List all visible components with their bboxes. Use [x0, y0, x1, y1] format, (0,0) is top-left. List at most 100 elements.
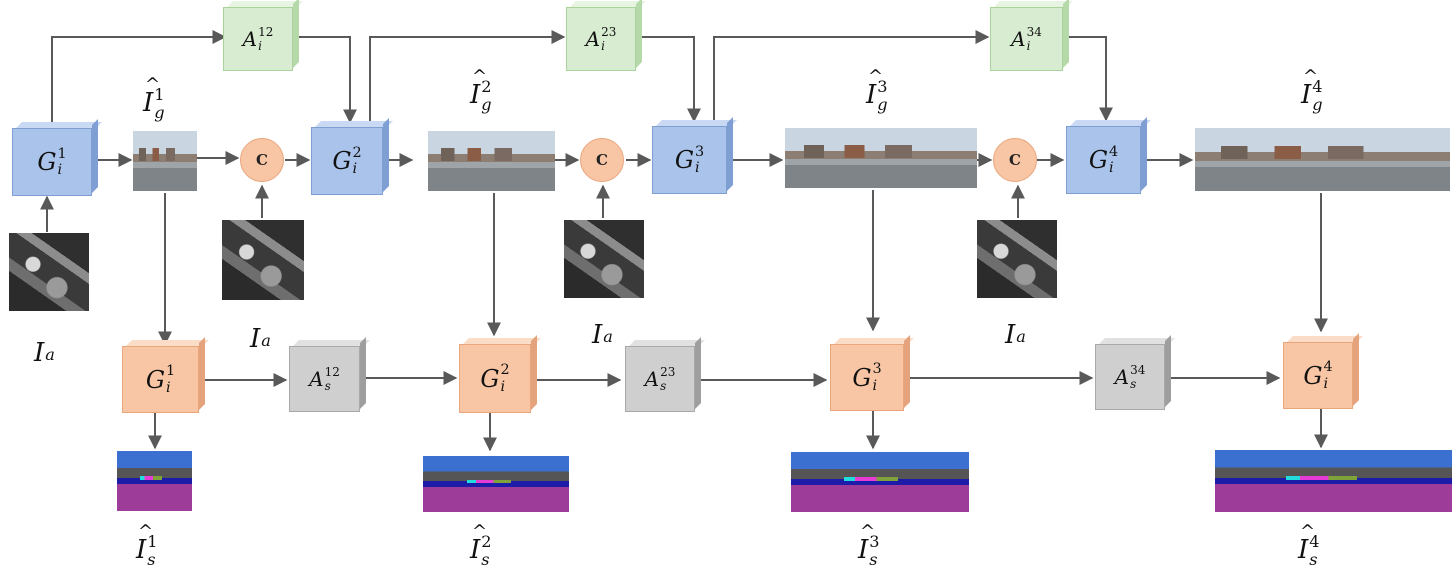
label-base: I [470, 521, 488, 565]
node-base: G [145, 365, 165, 394]
label-base: I [1301, 66, 1319, 110]
aerial-image [9, 233, 89, 311]
node-sub: i [166, 379, 171, 396]
arrow [713, 30, 990, 126]
aerial-image [564, 220, 644, 298]
arrow [636, 36, 701, 123]
node-sup: 3 [872, 361, 882, 378]
label-sup: 3 [877, 77, 888, 96]
label-sup: 1 [147, 532, 158, 551]
label-ground-2: I2g [470, 66, 492, 113]
label-sup: 3 [869, 532, 880, 551]
semantic-map-2 [423, 456, 569, 512]
node-base: G [1303, 361, 1323, 390]
ground-image-4 [1195, 128, 1450, 191]
label-base: I [866, 66, 884, 110]
node-sup: 12 [324, 365, 340, 379]
label-base: I [858, 521, 876, 565]
label-sub: a [603, 326, 613, 346]
node-sup: 34 [1130, 363, 1146, 377]
node-sup: 2 [500, 362, 510, 379]
node-sub: i [500, 378, 506, 395]
node-base: A [242, 27, 258, 51]
node-base: G [674, 146, 694, 174]
node-sub: i [1323, 375, 1329, 392]
node-sup: 12 [258, 25, 274, 39]
node-base: G [480, 364, 500, 393]
label-ground-1: I1g [143, 74, 165, 123]
node-base: A [1011, 27, 1026, 51]
label-base: I [250, 324, 261, 354]
arrow [293, 36, 357, 124]
label-base: I [1005, 320, 1016, 350]
node-sub: s [660, 379, 667, 393]
label-sup: 4 [1312, 77, 1323, 96]
label-sub: a [1016, 326, 1026, 346]
node-sup: 4 [1109, 143, 1119, 160]
node-base: A [309, 367, 324, 391]
label-semantic-3: I3s [858, 521, 880, 570]
node-sup: 23 [660, 365, 676, 379]
node-base: G [37, 148, 57, 176]
label-sub: g [1312, 95, 1323, 115]
node-sub: i [352, 161, 358, 177]
label-semantic-1: I1s [136, 521, 158, 570]
label-sub: s [869, 550, 878, 570]
aerial-image [977, 220, 1057, 298]
label-sub: s [1309, 550, 1318, 570]
node-sup: 1 [57, 145, 67, 162]
label-sup: 4 [1309, 532, 1320, 551]
node-base: A [644, 367, 660, 391]
node-sub: i [695, 160, 700, 176]
semantic-map-1 [117, 451, 192, 511]
label-sub: s [481, 550, 490, 570]
node-sub: i [57, 162, 63, 178]
aerial-image [222, 220, 304, 300]
node-sub: i [872, 377, 878, 394]
label-sub: g [877, 95, 888, 115]
arrow [51, 30, 227, 126]
node-sub: i [601, 39, 605, 53]
label-sub: g [154, 103, 165, 123]
node-sup: 1 [166, 363, 176, 380]
label-sup: 1 [154, 85, 165, 104]
node-sup: 34 [1026, 25, 1042, 39]
arrow [1063, 36, 1113, 122]
label-base: I [136, 521, 154, 565]
node-sup: 3 [695, 143, 705, 160]
node-base: G [332, 147, 352, 175]
label-sup: 2 [481, 532, 492, 551]
label-base: I [143, 74, 161, 118]
node-sub: i [1026, 39, 1031, 53]
node-sub: i [1109, 160, 1114, 176]
label-sub: a [261, 330, 271, 350]
label-ground-4: I4g [1301, 66, 1323, 115]
label-sub: s [147, 550, 156, 570]
node-sup: 2 [352, 144, 362, 161]
ground-image-3 [785, 128, 977, 188]
ground-image-1 [133, 131, 197, 191]
label-base: I [592, 320, 603, 350]
node-sup: 4 [1323, 359, 1333, 376]
node-sub: s [1130, 377, 1137, 391]
semantic-map-3 [791, 452, 969, 512]
label-base: I [34, 338, 45, 368]
label-semantic-2: I2s [470, 521, 492, 570]
concat-node: C [240, 138, 284, 182]
node-sup: 23 [601, 25, 617, 39]
arrow [369, 30, 566, 125]
ground-image-2 [428, 131, 555, 191]
node-base: G [852, 363, 872, 392]
label-sub: a [45, 344, 55, 364]
label-sup: 2 [481, 77, 492, 96]
node-base: G [1088, 146, 1108, 174]
concat-node: C [580, 138, 624, 182]
label-base: I [1298, 521, 1316, 565]
node-base: A [585, 27, 601, 51]
node-sub: i [258, 39, 262, 53]
